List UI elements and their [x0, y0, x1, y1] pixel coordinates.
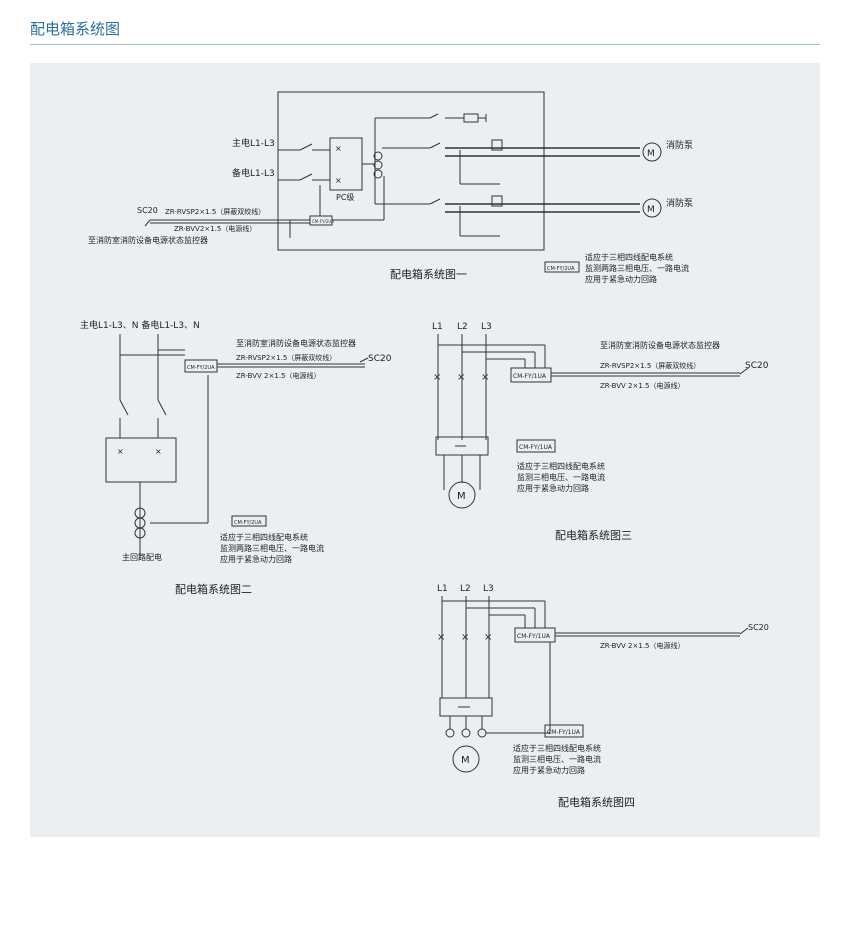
- diagram-3: L1 L2 L3 × × × CM-FY/1UA 至消防室消防设备电源状态监控器…: [432, 322, 769, 542]
- sc-label-3: SC20: [745, 361, 769, 371]
- monitor-label-2: 至消防室消防设备电源状态监控器: [236, 338, 356, 348]
- module-label-3: CM-FY/1UA: [513, 373, 547, 380]
- note-3-line-1: 适应于三相四线配电系统: [517, 461, 605, 471]
- motor-label-4: M: [461, 755, 470, 766]
- title-divider: [30, 44, 820, 45]
- main-circuit-label-2: 主回路配电: [122, 552, 162, 562]
- note-4-line-3: 应用于紧急动力回路: [513, 765, 585, 775]
- phase-l2-3: L2: [457, 322, 468, 332]
- phase-l1-4: L1: [437, 584, 448, 594]
- module-label-2: CM-FY/2UA: [187, 365, 215, 371]
- legend-module-label-3: CM-FY/1UA: [519, 444, 553, 451]
- note-1-line-3: 应用于紧急动力回路: [585, 274, 657, 284]
- sc-label-4: SC20: [748, 623, 769, 632]
- note-2-line-3: 应用于紧急动力回路: [220, 554, 292, 564]
- svg-text:M: M: [647, 205, 655, 215]
- pump-motor-2: [642, 198, 662, 218]
- cable2-label-3: ZR-BVV 2×1.5（电源线）: [600, 381, 685, 390]
- pump-label-1: 消防泵: [666, 139, 693, 151]
- note-2-line-2: 监测两路三相电压、一路电流: [220, 543, 324, 553]
- motor-4: [452, 745, 480, 773]
- svg-text:×: ×: [335, 144, 342, 153]
- pump-motor-1: [642, 142, 662, 162]
- phase-l2-4: L2: [460, 584, 471, 594]
- svg-text:×: ×: [457, 372, 465, 383]
- cable1-label-2: ZR-RVSP2×1.5（屏蔽双绞线）: [236, 353, 336, 362]
- legend-module-2: [231, 515, 267, 527]
- legend-module-3: [516, 439, 556, 453]
- svg-text:×: ×: [461, 632, 469, 643]
- monitor-label-1: 至消防室消防设备电源状态监控器: [88, 235, 208, 245]
- power-label-2: 主电L1-L3、N 备电L1-L3、N: [80, 319, 200, 331]
- page-title: 配电箱系统图: [30, 20, 121, 38]
- caption-3: 配电箱系统图三: [555, 528, 632, 542]
- note-4-line-2: 监测三相电压、一路电流: [513, 754, 601, 764]
- motor-3: [448, 481, 476, 509]
- svg-text:×: ×: [155, 447, 162, 456]
- note-4-line-1: 适应于三相四线配电系统: [513, 743, 601, 753]
- svg-text:×: ×: [433, 372, 441, 383]
- caption-2: 配电箱系统图二: [175, 582, 252, 596]
- svg-text:×: ×: [437, 632, 445, 643]
- main-power-label: 主电L1-L3: [232, 137, 275, 149]
- module-label-4: CM-FY/1UA: [517, 633, 551, 640]
- note-1-line-2: 监测两路三相电压、一路电流: [585, 263, 689, 273]
- module-box-4: [514, 627, 556, 643]
- diagram-4: L1 L2 L3 × × × CM-FY/1UA SC20 ZR-BVV 2×1…: [437, 584, 769, 809]
- cable2-label-4: ZR-BVV 2×1.5（电源线）: [600, 641, 685, 650]
- svg-text:×: ×: [484, 632, 492, 643]
- cable2-label-2: ZR-BVV 2×1.5（电源线）: [236, 371, 321, 380]
- module-box-3: [510, 367, 552, 383]
- legend-module-4: [544, 724, 584, 738]
- note-3-line-2: 监测三相电压、一路电流: [517, 472, 605, 482]
- caption-1: 配电箱系统图一: [390, 267, 467, 281]
- cable1-label-3: ZR-RVSP2×1.5（屏蔽双绞线）: [600, 361, 700, 370]
- cable1-label-1: ZR-RVSP2×1.5（屏蔽双绞线）: [165, 207, 265, 216]
- module-box-2: [184, 359, 218, 373]
- motor-label-3: M: [457, 491, 466, 502]
- legend-module-label-4: CM-FY/1UA: [547, 729, 581, 736]
- phase-l3-3: L3: [481, 322, 492, 332]
- note-2-line-1: 适应于三相四线配电系统: [220, 532, 308, 542]
- svg-text:×: ×: [335, 176, 342, 185]
- cable2-label-1: ZR-BVV2×1.5（电源线）: [174, 224, 256, 233]
- caption-4: 配电箱系统图四: [558, 795, 635, 809]
- module-label-1: CM-FY/2UA: [312, 219, 334, 224]
- svg-text:×: ×: [481, 372, 489, 383]
- legend-module-label-2: CM-FY/2UA: [234, 520, 262, 526]
- note-1-line-1: 适应于三相四线配电系统: [585, 252, 673, 262]
- enclosure-box: [277, 91, 545, 251]
- legend-module-1: [544, 261, 580, 273]
- monitor-label-3: 至消防室消防设备电源状态监控器: [600, 340, 720, 350]
- sc-label-1: SC20: [137, 206, 158, 215]
- svg-text:×: ×: [117, 447, 124, 456]
- diagram-panel: [30, 63, 820, 837]
- ats-switch-2: [105, 437, 177, 483]
- phase-l1-3: L1: [432, 322, 443, 332]
- note-3-line-3: 应用于紧急动力回路: [517, 483, 589, 493]
- svg-text:M: M: [647, 149, 655, 159]
- backup-power-label: 备电L1-L3: [232, 167, 275, 179]
- legend-module-label-1: CM-FY/2UA: [547, 266, 575, 272]
- diagram-1: 主电L1-L3 备电L1-L3 × × PC级: [88, 91, 693, 284]
- pump-label-2: 消防泵: [666, 197, 693, 209]
- sc-label-2: SC20: [368, 354, 392, 364]
- phase-l3-4: L3: [483, 584, 494, 594]
- pc-label: PC级: [336, 192, 354, 202]
- diagram-2: 主电L1-L3、N 备电L1-L3、N × × CM-FY/2UA 至消防室消防…: [80, 319, 392, 596]
